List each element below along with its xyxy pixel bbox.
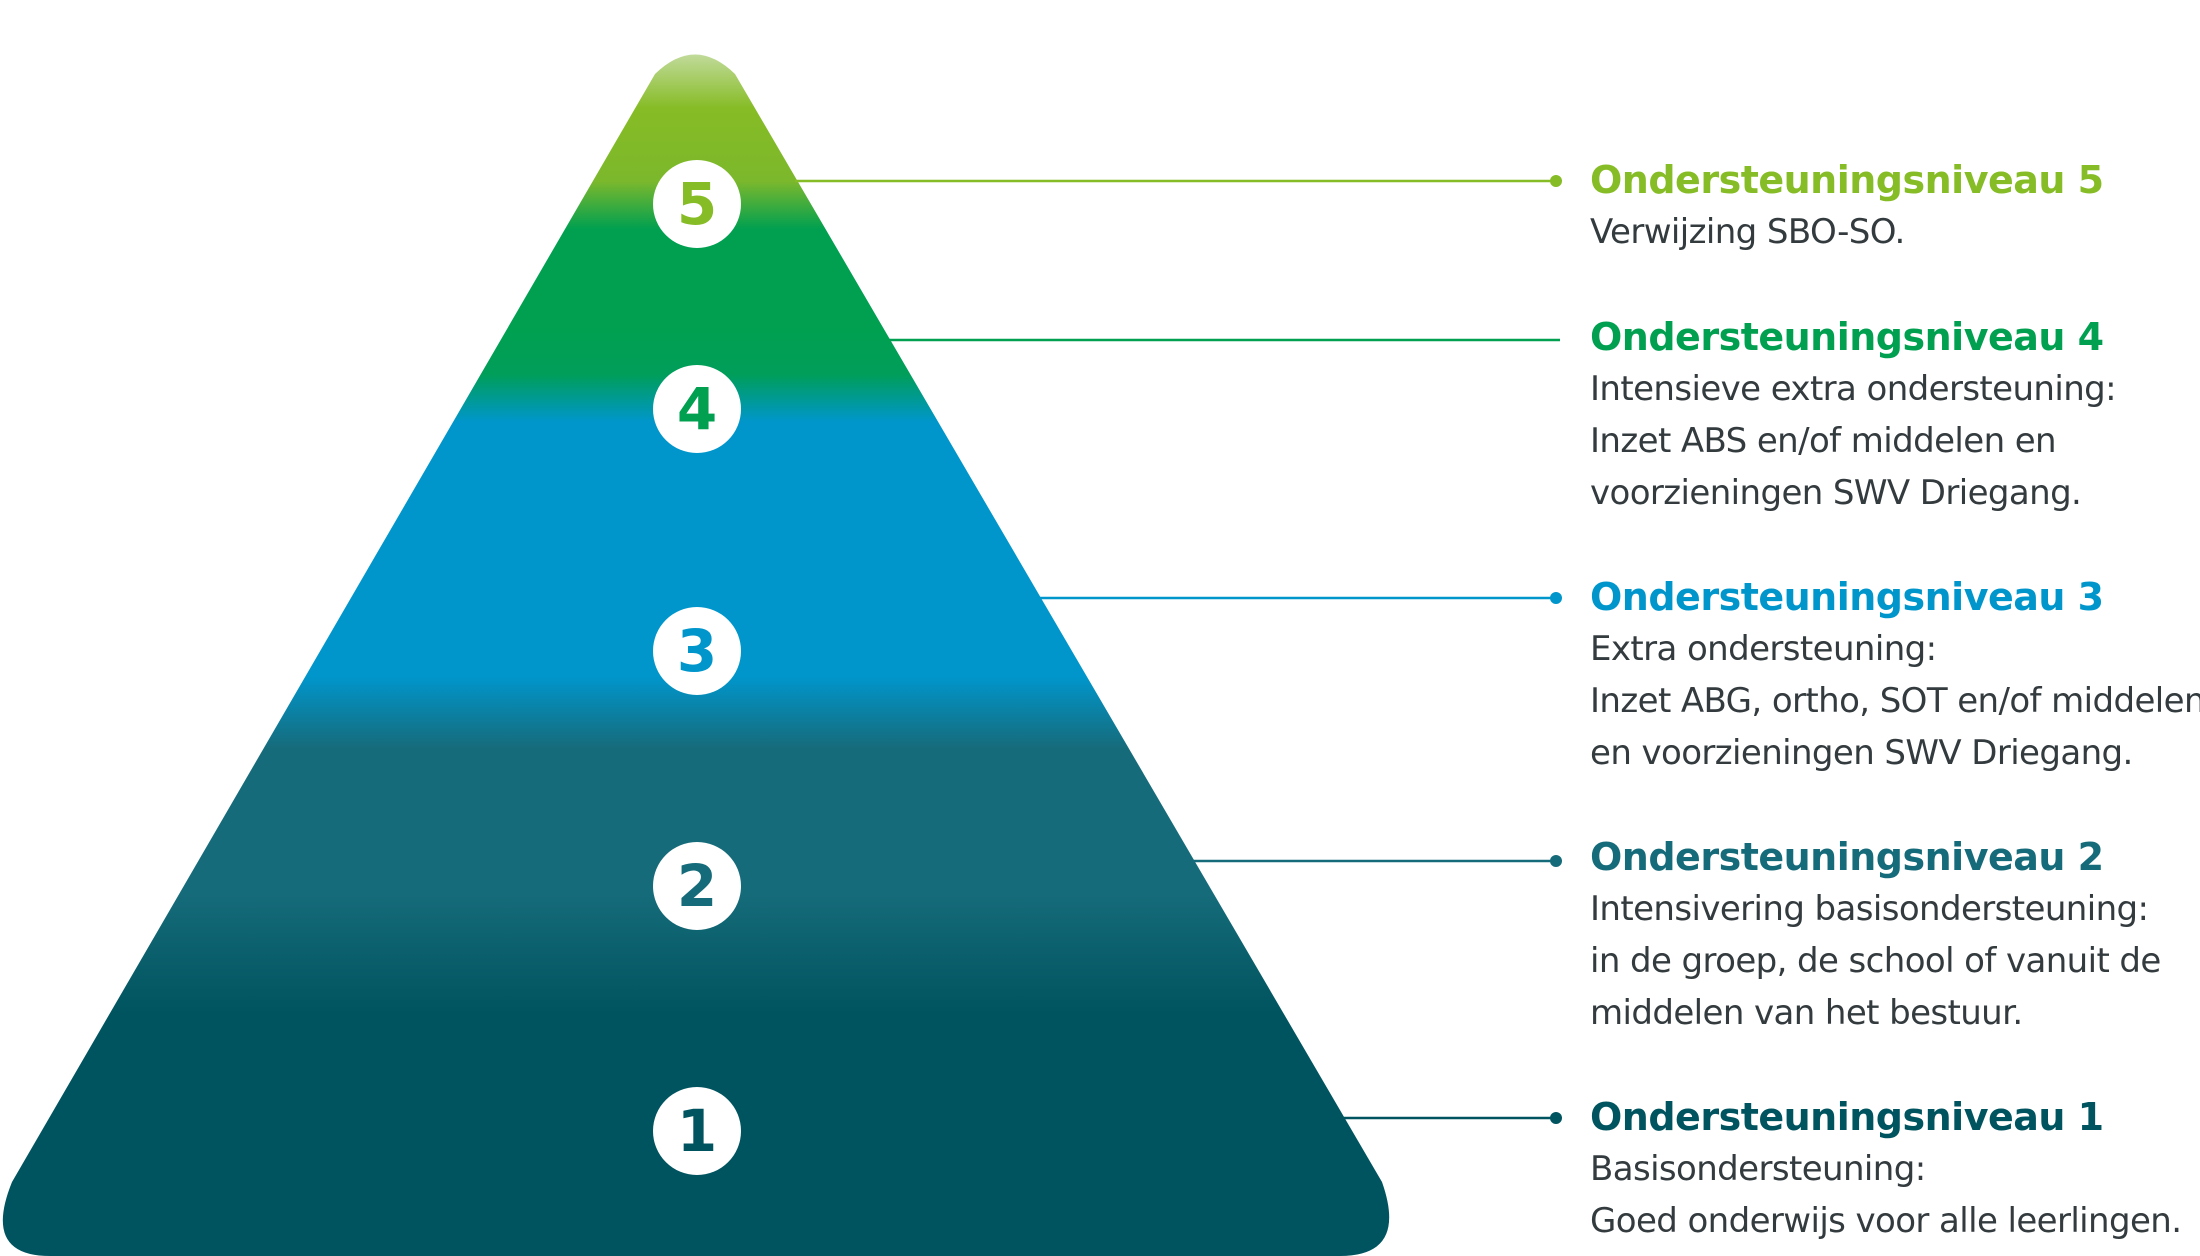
level-2-badge: 2 (653, 842, 741, 930)
level-2-block: Ondersteuningsniveau 2 Intensivering bas… (1590, 831, 2200, 1039)
connector-dot-2 (1550, 855, 1562, 867)
level-3-badge: 3 (653, 607, 741, 695)
level-4-desc-line: voorzieningen SWV Driegang. (1590, 467, 2200, 519)
level-3-description: Extra ondersteuning: Inzet ABG, ortho, S… (1590, 623, 2200, 779)
level-4-desc-line: Intensieve extra ondersteuning: (1590, 363, 2200, 415)
level-4-badge: 4 (653, 365, 741, 453)
level-4-desc-line: Inzet ABS en/of middelen en (1590, 415, 2200, 467)
level-2-desc-line: Intensivering basisondersteuning: (1590, 883, 2200, 935)
level-4-title: Ondersteuningsniveau 4 (1590, 311, 2200, 363)
level-3-block: Ondersteuningsniveau 3 Extra ondersteuni… (1590, 571, 2200, 779)
level-4-block: Ondersteuningsniveau 4 Intensieve extra … (1590, 311, 2200, 519)
level-1-badge: 1 (653, 1087, 741, 1175)
level-5-title: Ondersteuningsniveau 5 (1590, 154, 2200, 206)
level-2-title: Ondersteuningsniveau 2 (1590, 831, 2200, 883)
level-3-desc-line: Inzet ABG, ortho, SOT en/of middelen (1590, 675, 2200, 727)
level-1-desc-line: Basisondersteuning: (1590, 1143, 2200, 1195)
level-1-block: Ondersteuningsniveau 1 Basisondersteunin… (1590, 1091, 2200, 1247)
level-2-description: Intensivering basisondersteuning: in de … (1590, 883, 2200, 1039)
level-3-title: Ondersteuningsniveau 3 (1590, 571, 2200, 623)
level-4-description: Intensieve extra ondersteuning: Inzet AB… (1590, 363, 2200, 519)
connector-dot-3 (1550, 592, 1562, 604)
level-3-desc-line: Extra ondersteuning: (1590, 623, 2200, 675)
connector-dot-1 (1550, 1112, 1562, 1124)
level-2-desc-line: middelen van het bestuur. (1590, 987, 2200, 1039)
level-5-badge: 5 (653, 160, 741, 248)
level-1-desc-line: Goed onderwijs voor alle leerlingen. (1590, 1195, 2200, 1247)
connector-dot-5 (1550, 175, 1562, 187)
level-1-description: Basisondersteuning: Goed onderwijs voor … (1590, 1143, 2200, 1247)
level-1-title: Ondersteuningsniveau 1 (1590, 1091, 2200, 1143)
level-5-description: Verwijzing SBO-SO. (1590, 206, 2200, 258)
level-5-block: Ondersteuningsniveau 5 Verwijzing SBO-SO… (1590, 154, 2200, 258)
level-2-desc-line: in de groep, de school of vanuit de (1590, 935, 2200, 987)
level-5-desc-line: Verwijzing SBO-SO. (1590, 206, 2200, 258)
level-3-desc-line: en voorzieningen SWV Driegang. (1590, 727, 2200, 779)
